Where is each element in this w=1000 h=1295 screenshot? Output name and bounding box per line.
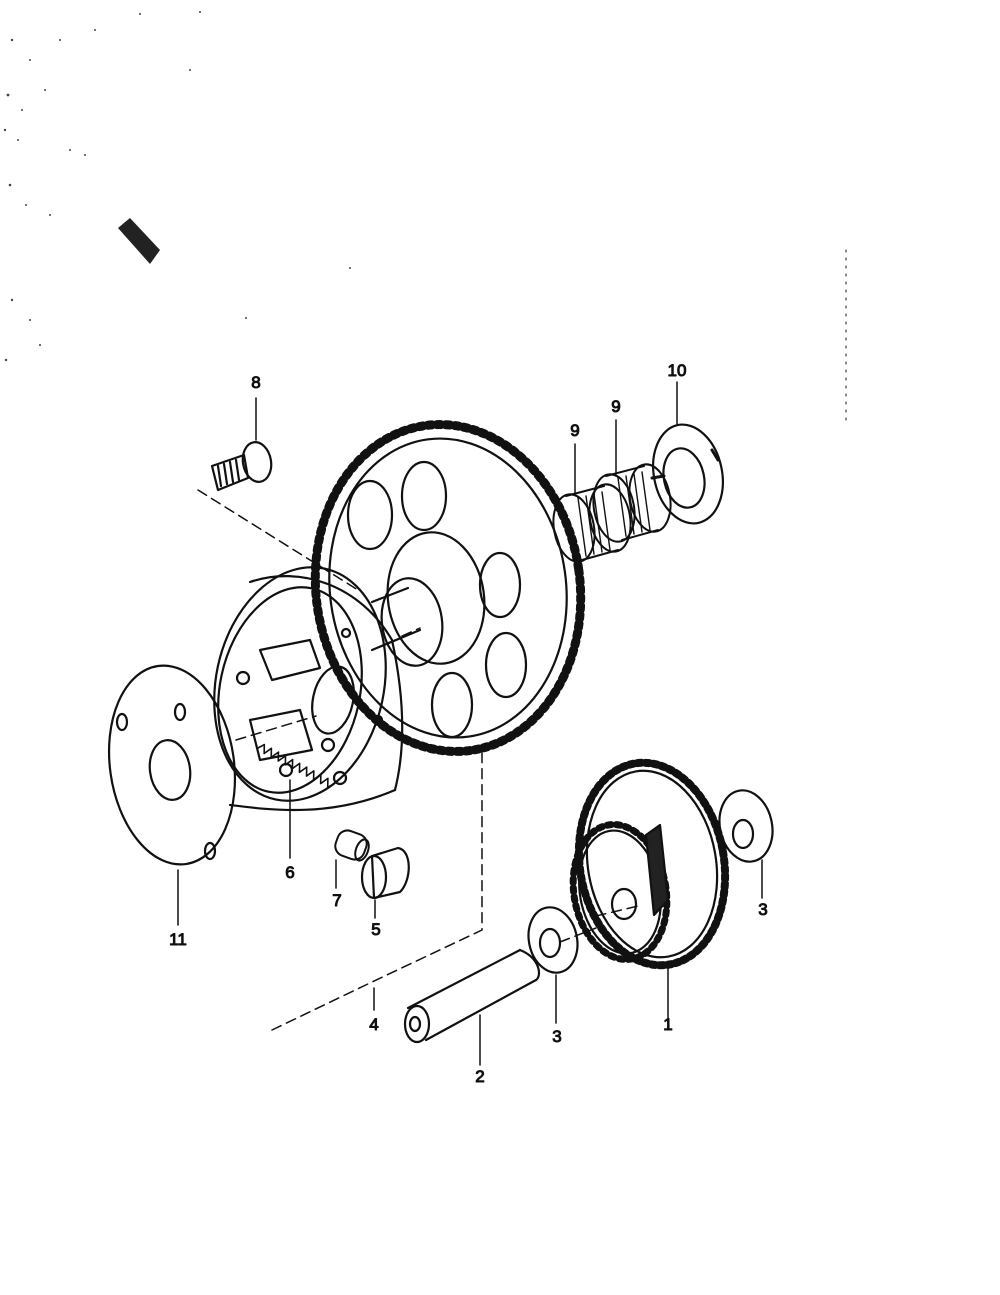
callout-10: 10: [668, 361, 687, 380]
starter-driven-gear: [310, 420, 586, 756]
callout-2: 2: [475, 1067, 484, 1086]
part-1-idle-gear: [569, 758, 730, 970]
part-4-clutch-housing: [213, 566, 404, 812]
callout-8: 8: [251, 373, 260, 392]
callout-6: 6: [285, 863, 294, 882]
part-5-cap: [360, 846, 410, 900]
callout-4: 4: [369, 1015, 378, 1034]
part-3-washer-lower: [527, 906, 579, 974]
callout-3-upper: 3: [758, 900, 767, 919]
callout-9-left: 9: [570, 421, 579, 440]
part-10-washer: [650, 423, 724, 525]
callout-9-right: 9: [611, 397, 620, 416]
part-11-plate: [107, 664, 237, 866]
callout-1: 1: [663, 1015, 672, 1034]
callout-7: 7: [332, 891, 341, 910]
assembly-lines: [197, 489, 639, 1031]
part-6-spring: [257, 743, 335, 789]
scan-noise: [3, 11, 351, 362]
leader-lines: [177, 381, 763, 1066]
scan-smudge: [118, 218, 160, 264]
callout-3-lower: 3: [552, 1027, 561, 1046]
callout-5: 5: [371, 920, 380, 939]
callout-11: 11: [169, 930, 187, 949]
part-9-bearing-left: [552, 483, 632, 563]
part-7-roller: [334, 829, 370, 862]
part-8-bolt: [210, 441, 273, 492]
part-2-shaft: [403, 948, 540, 1044]
